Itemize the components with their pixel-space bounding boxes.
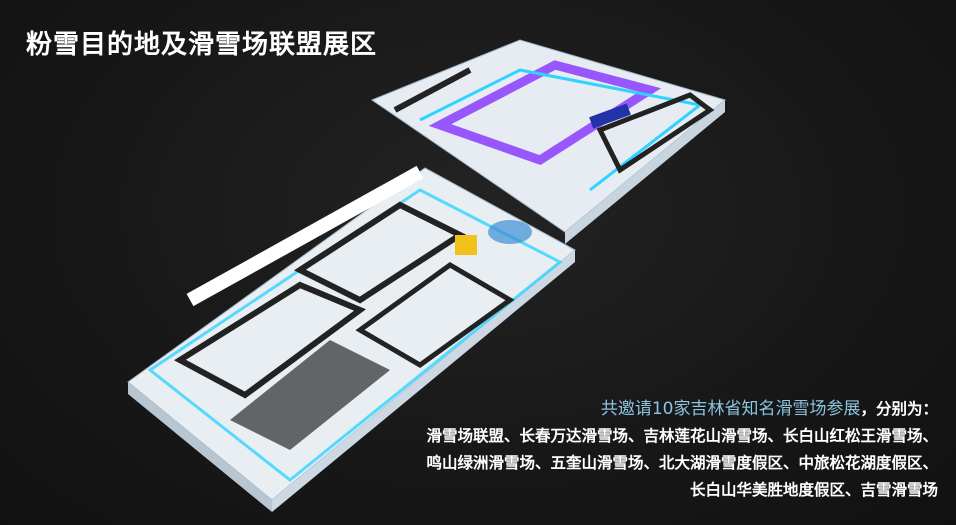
intro-line: 共邀请10家吉林省知名滑雪场参展，分别为：	[426, 396, 938, 423]
slide-title: 粉雪目的地及滑雪场联盟展区	[26, 30, 378, 60]
resort-line-3: 长白山华美胜地度假区、吉雪滑雪场	[689, 481, 938, 499]
lower-hall	[127, 165, 576, 512]
upper-hall	[370, 39, 727, 244]
resort-line-2: 鸣山绿洲滑雪场、五奎山滑雪场、北大湖滑雪度假区、中旅松花湖度假区、	[426, 454, 938, 472]
intro-suffix: ，分别为：	[860, 400, 938, 418]
resort-list: 共邀请10家吉林省知名滑雪场参展，分别为： 滑雪场联盟、长春万达滑雪场、吉林莲花…	[426, 396, 938, 504]
intro-highlight: 共邀请10家吉林省知名滑雪场参展	[600, 399, 861, 419]
resort-line-1: 滑雪场联盟、长春万达滑雪场、吉林莲花山滑雪场、长白山红松王滑雪场、	[426, 427, 938, 445]
